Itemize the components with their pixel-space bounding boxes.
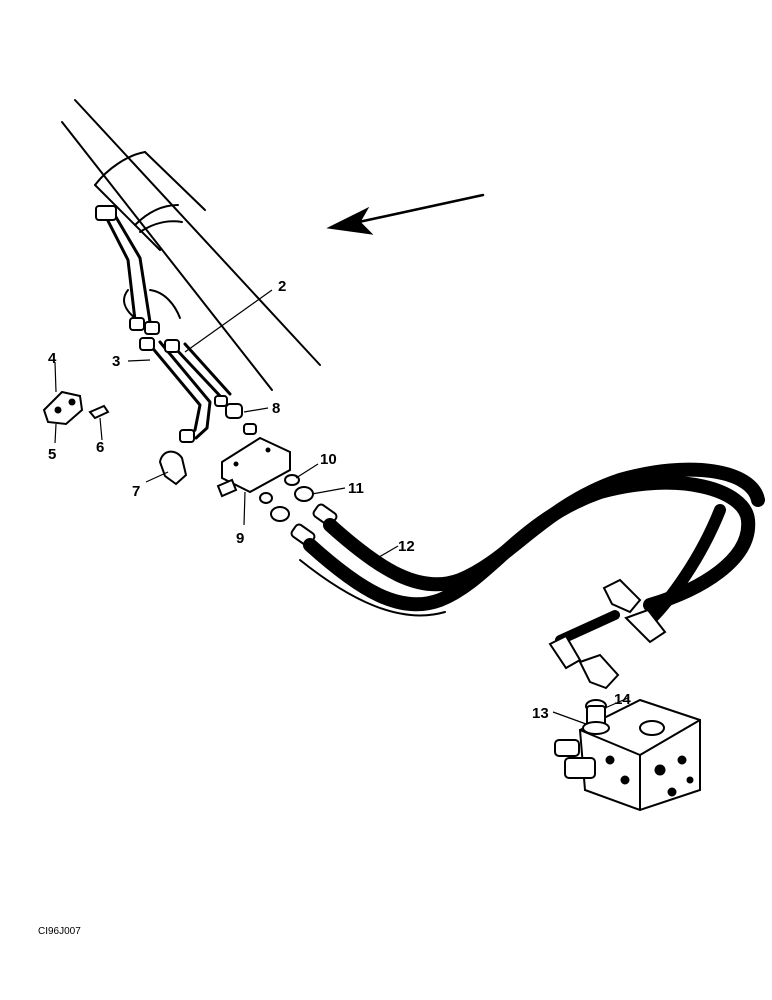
manifold-block bbox=[216, 403, 291, 498]
hose-fittings bbox=[259, 474, 338, 547]
callout-labels: 2 3 4 5 6 7 8 9 10 11 12 13 14 bbox=[48, 278, 631, 722]
callout-12: 12 bbox=[398, 538, 415, 555]
steel-tubes bbox=[95, 205, 232, 443]
figure-code: CI96J007 bbox=[38, 926, 81, 937]
callout-10: 10 bbox=[320, 451, 337, 468]
callout-9: 9 bbox=[236, 530, 244, 547]
callout-8: 8 bbox=[272, 400, 280, 417]
clamp-assembly bbox=[42, 390, 110, 426]
hose-end-fittings bbox=[548, 578, 667, 690]
elbow-fitting bbox=[158, 450, 188, 486]
callout-11: 11 bbox=[348, 480, 364, 497]
callout-7: 7 bbox=[132, 483, 140, 500]
callout-5: 5 bbox=[48, 446, 56, 463]
callout-6: 6 bbox=[96, 439, 104, 456]
control-valve bbox=[554, 698, 701, 812]
callout-4: 4 bbox=[48, 350, 57, 367]
callout-14: 14 bbox=[614, 691, 631, 708]
callout-2: 2 bbox=[278, 278, 286, 295]
callout-13: 13 bbox=[532, 705, 549, 722]
boom-cylinder bbox=[61, 99, 321, 391]
direction-arrow-icon bbox=[326, 193, 485, 235]
callout-3: 3 bbox=[112, 353, 120, 370]
hydraulic-hoses bbox=[299, 462, 765, 626]
leader-lines bbox=[54, 289, 629, 725]
